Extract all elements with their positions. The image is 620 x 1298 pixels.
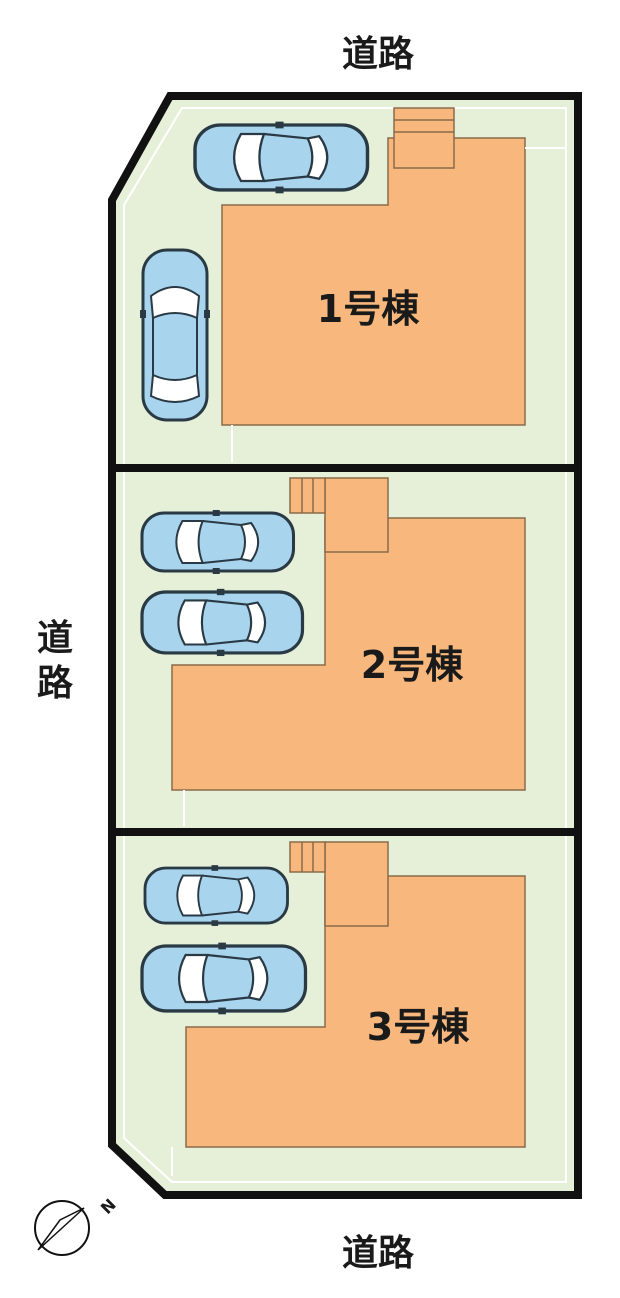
- car-1b: [138, 248, 212, 422]
- car-3b: [140, 940, 308, 1017]
- road-label-bottom: 道路: [342, 1233, 415, 1274]
- lot-3: 3号棟: [140, 841, 526, 1176]
- building-3-label: 3号棟: [367, 1005, 470, 1049]
- building-1: [221, 137, 526, 426]
- building-1-label: 1号棟: [317, 287, 420, 331]
- porch-3: [289, 841, 389, 927]
- porch-2: [289, 477, 389, 553]
- lot-2: 2号棟: [140, 477, 526, 826]
- building-3: [185, 875, 526, 1148]
- compass: N: [34, 1195, 120, 1256]
- lot-1: 1号棟: [138, 107, 566, 462]
- car-3a: [143, 863, 289, 928]
- building-2-label: 2号棟: [361, 643, 464, 687]
- car-1a: [193, 119, 370, 196]
- north-label: N: [97, 1195, 120, 1218]
- road-label-left-top: 道: [37, 618, 73, 659]
- building-2: [171, 517, 526, 791]
- setback-line: [123, 107, 567, 1183]
- car-2b: [140, 587, 305, 658]
- road-label-left-bottom: 路: [37, 663, 74, 704]
- road-label-top: 道路: [342, 34, 415, 75]
- car-2a: [140, 508, 296, 576]
- porch-1: [393, 107, 455, 169]
